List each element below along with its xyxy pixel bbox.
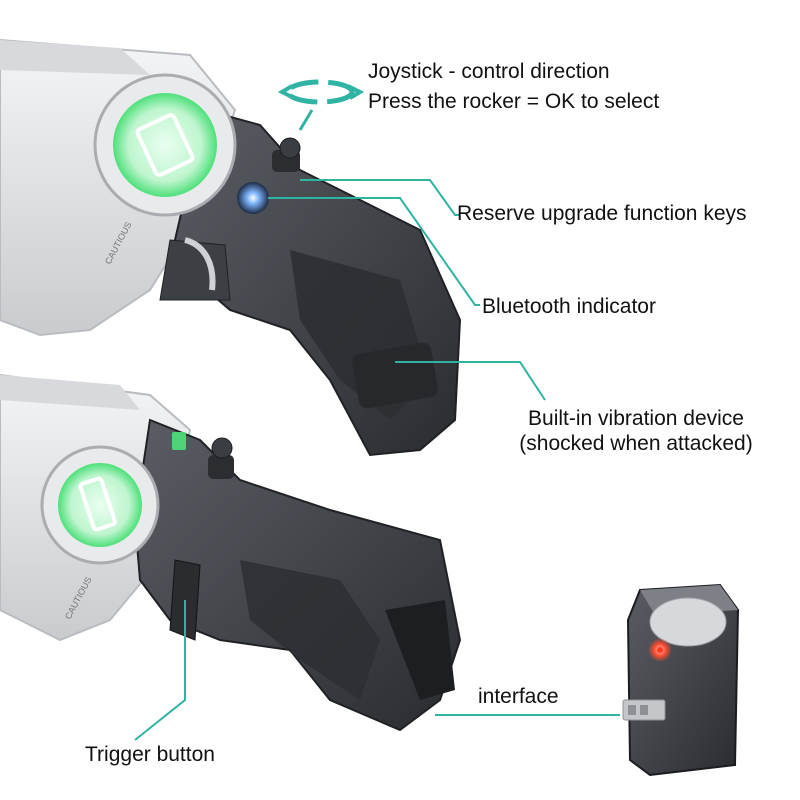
label-joystick-line2: Press the rocker = OK to select — [368, 90, 660, 113]
callout-bluetooth — [268, 197, 480, 306]
label-reserve-keys: Reserve upgrade function keys — [457, 202, 747, 225]
rotate-arrows-icon — [277, 79, 365, 131]
lower-joystick — [208, 437, 234, 479]
label-joystick-line1: Joystick - control direction — [368, 60, 610, 83]
upper-bluetooth-led — [237, 182, 269, 214]
callout-vibration — [395, 361, 546, 401]
callout-trigger — [134, 600, 186, 741]
label-bluetooth: Bluetooth indicator — [482, 295, 656, 318]
label-vibration-line2: (shocked when attacked) — [519, 432, 753, 455]
upper-joystick — [272, 137, 301, 172]
label-interface: interface — [478, 685, 559, 708]
callout-lines — [134, 79, 620, 741]
upper-vibration-panel — [352, 342, 438, 409]
usb-dongle-icon — [622, 583, 740, 777]
callout-reserve-keys — [300, 179, 460, 216]
lower-blaster: CAUTIOUS — [0, 373, 462, 732]
label-vibration-line1: Built-in vibration device — [528, 407, 744, 430]
label-trigger: Trigger button — [85, 743, 215, 766]
